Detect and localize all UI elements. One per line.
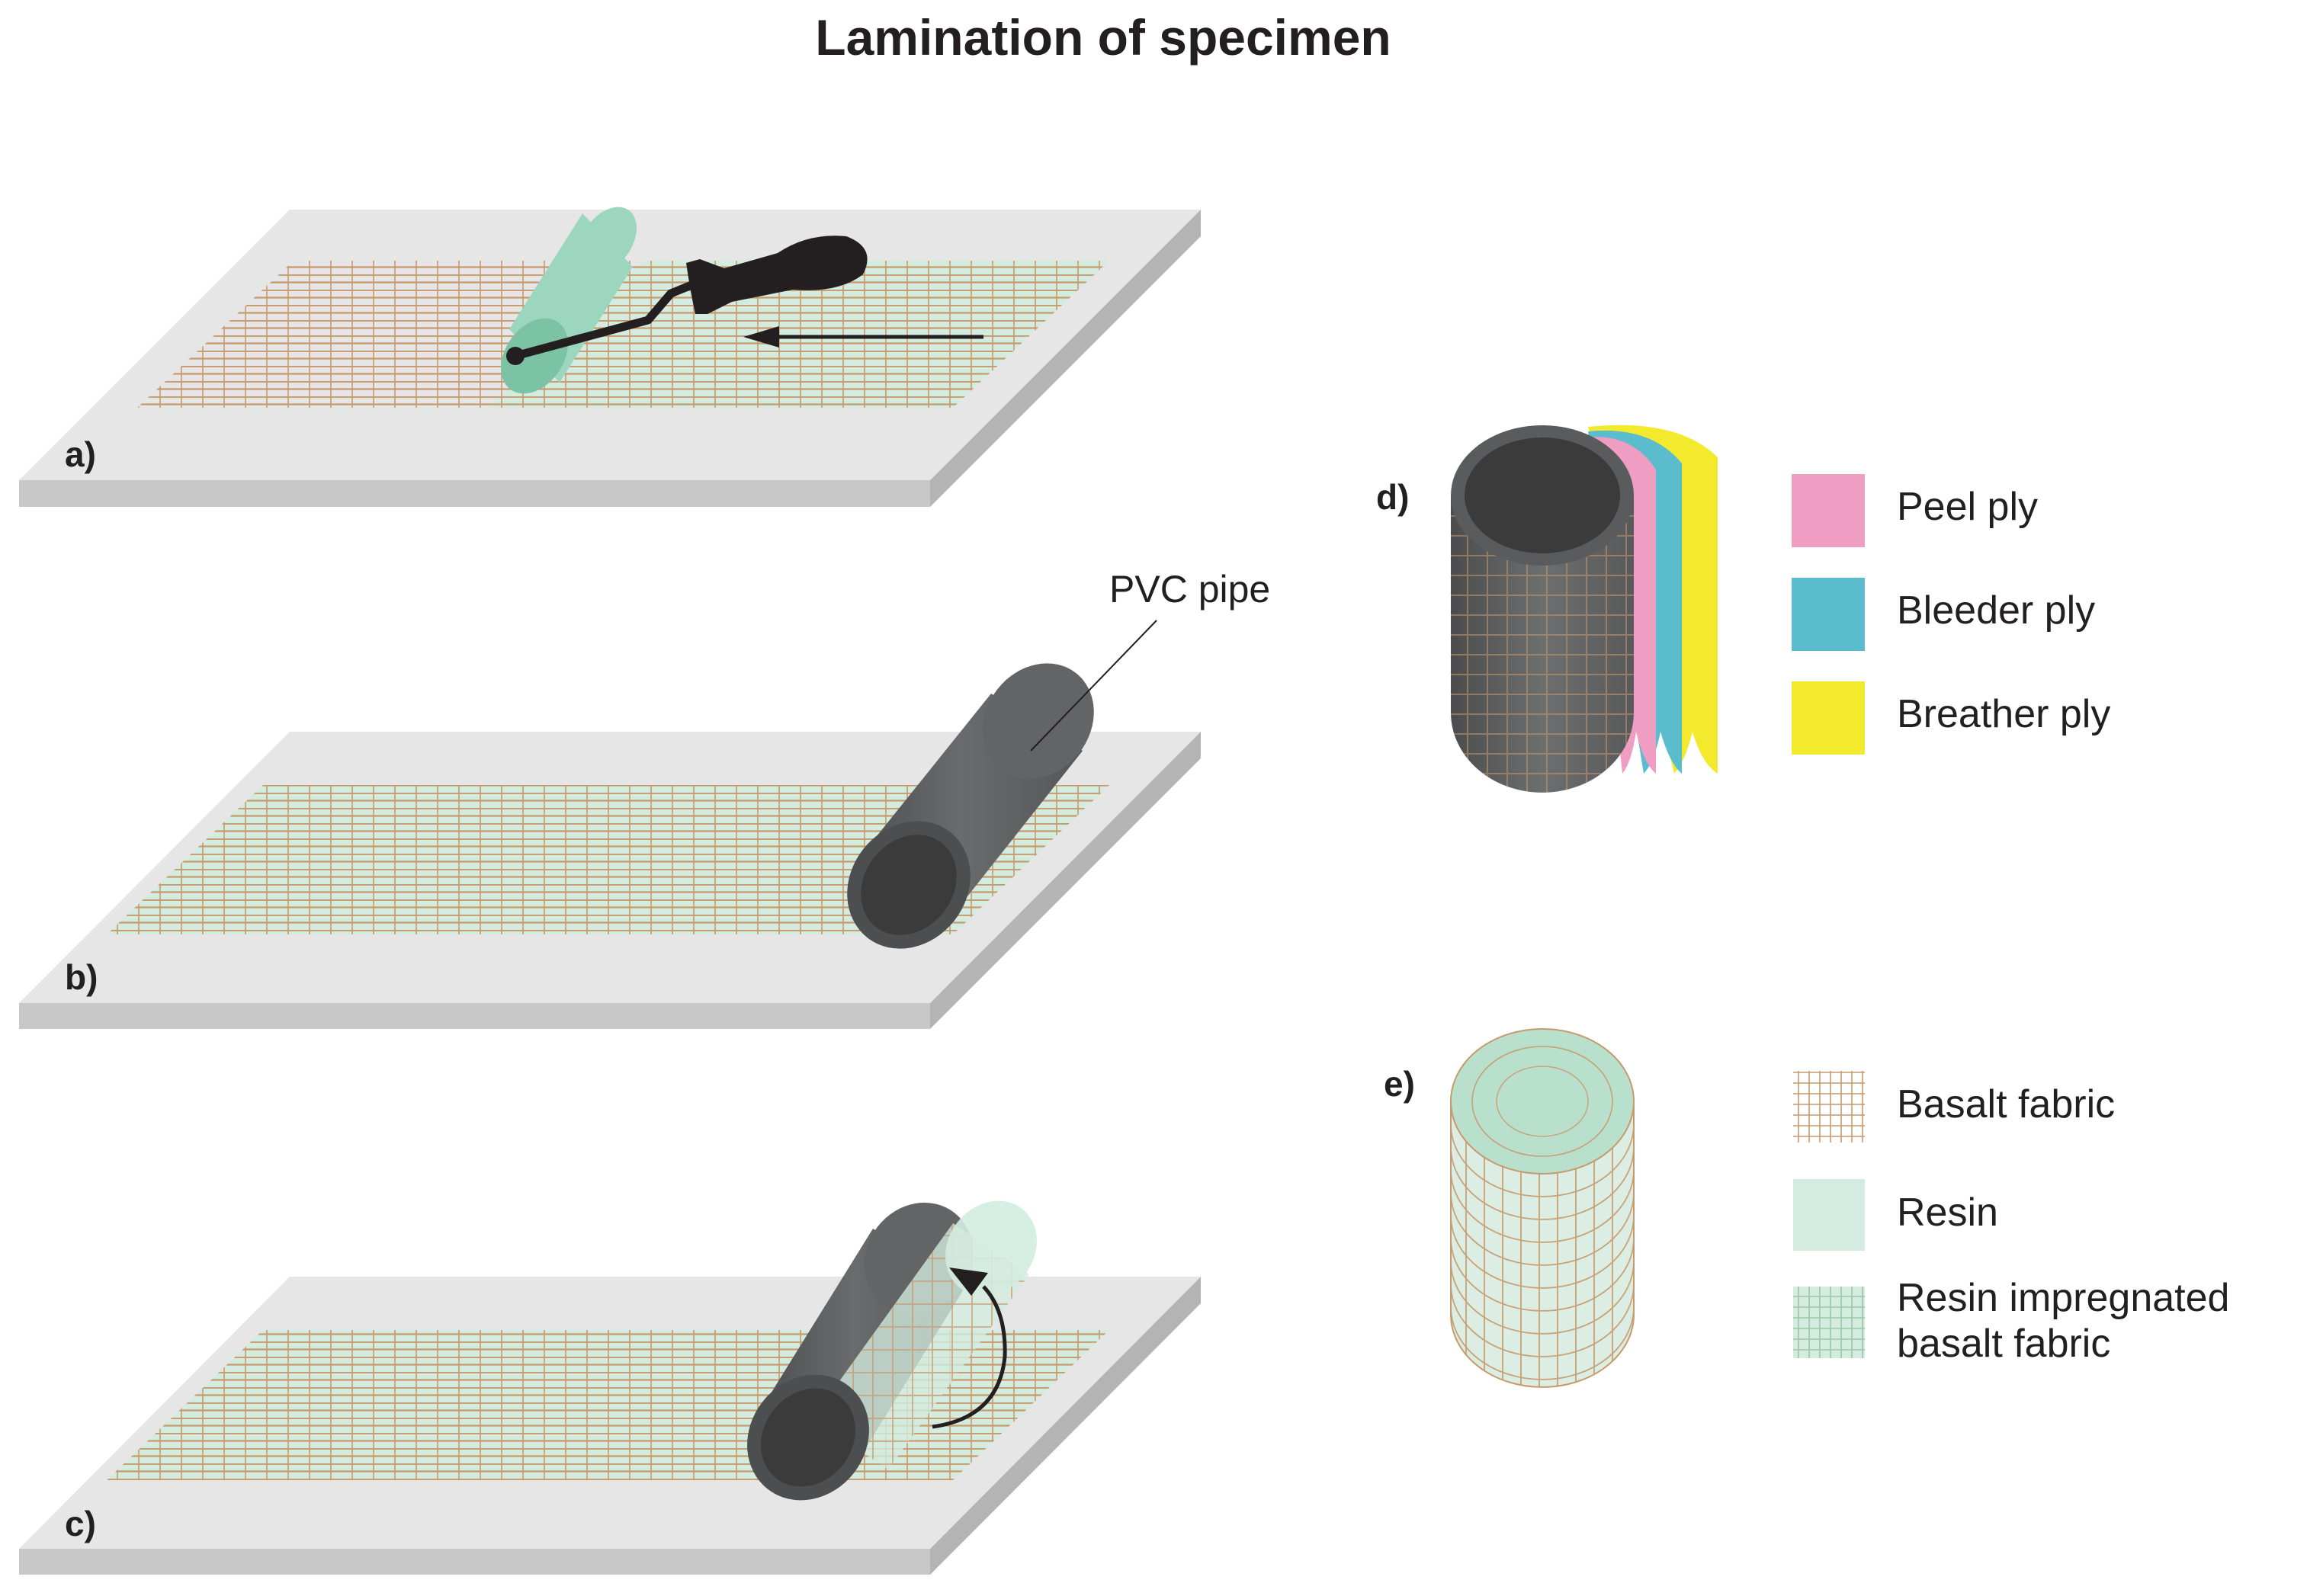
pvc-pipe-leader-line [1030, 620, 1157, 752]
panel-d: d) [1376, 425, 1718, 793]
resin-impregnated-swatch [1793, 1287, 1865, 1358]
legend-item-resin-impregnated-basalt-fabric: Resin impregnated basalt fabric [1793, 1276, 2229, 1366]
rotation-arrow-icon [932, 1268, 1007, 1429]
panel-b: PVC pipe b) [19, 568, 1270, 1029]
bleeder-ply-swatch [1792, 578, 1865, 651]
wrapped-tube-d [1451, 425, 1634, 793]
basalt-fabric-label: Basalt fabric [1897, 1082, 2115, 1126]
legend-materials: Basalt fabric Resin Resin impregnated ba… [1793, 1071, 2229, 1366]
direction-arrow-icon [743, 326, 983, 348]
breather-ply-swatch [1792, 681, 1865, 755]
resin-label: Resin [1897, 1191, 1998, 1235]
panel-label-d: d) [1376, 477, 1409, 517]
basalt-fabric-a [137, 261, 1109, 408]
panel-c: c) [19, 1200, 1201, 1575]
board-front-b [19, 1003, 930, 1029]
resin-impregnated-label-line2: basalt fabric [1897, 1322, 2110, 1366]
panel-a: a) [19, 207, 1201, 507]
board-side-c [930, 1277, 1201, 1575]
legend-item-bleeder-ply: Bleeder ply [1792, 578, 2095, 651]
panel-label-e: e) [1384, 1064, 1415, 1104]
legend-item-peel-ply: Peel ply [1792, 474, 2038, 547]
board-side-a [930, 210, 1201, 507]
legend-item-breather-ply: Breather ply [1792, 681, 2110, 755]
legend-plies: Peel ply Bleeder ply Breather ply [1792, 474, 2110, 755]
panel-label-b: b) [65, 957, 98, 997]
bleeder-ply-label: Bleeder ply [1897, 588, 2095, 633]
resin-impregnated-label-line1: Resin impregnated [1897, 1276, 2229, 1320]
peel-ply-label: Peel ply [1897, 485, 2038, 529]
board-side-b [930, 732, 1201, 1029]
resin-swatch [1793, 1179, 1865, 1251]
panel-label-a: a) [65, 434, 96, 474]
board-front-a [19, 480, 930, 507]
legend-item-basalt-fabric: Basalt fabric [1793, 1071, 2115, 1143]
roller-icon [501, 207, 868, 394]
diagram-title: Lamination of specimen [815, 9, 1391, 66]
panel-e: e) [1384, 1028, 1635, 1388]
breather-ply-label: Breather ply [1897, 692, 2110, 736]
cured-tube-e [1450, 1028, 1635, 1388]
board-front-c [19, 1549, 930, 1575]
legend-item-resin: Resin [1793, 1179, 1998, 1251]
basalt-fabric-swatch [1793, 1071, 1865, 1143]
pvc-pipe-label: PVC pipe [1109, 568, 1270, 611]
pvc-pipe-b [847, 663, 1094, 949]
peel-ply-swatch [1792, 474, 1865, 547]
panel-label-c: c) [65, 1504, 96, 1543]
